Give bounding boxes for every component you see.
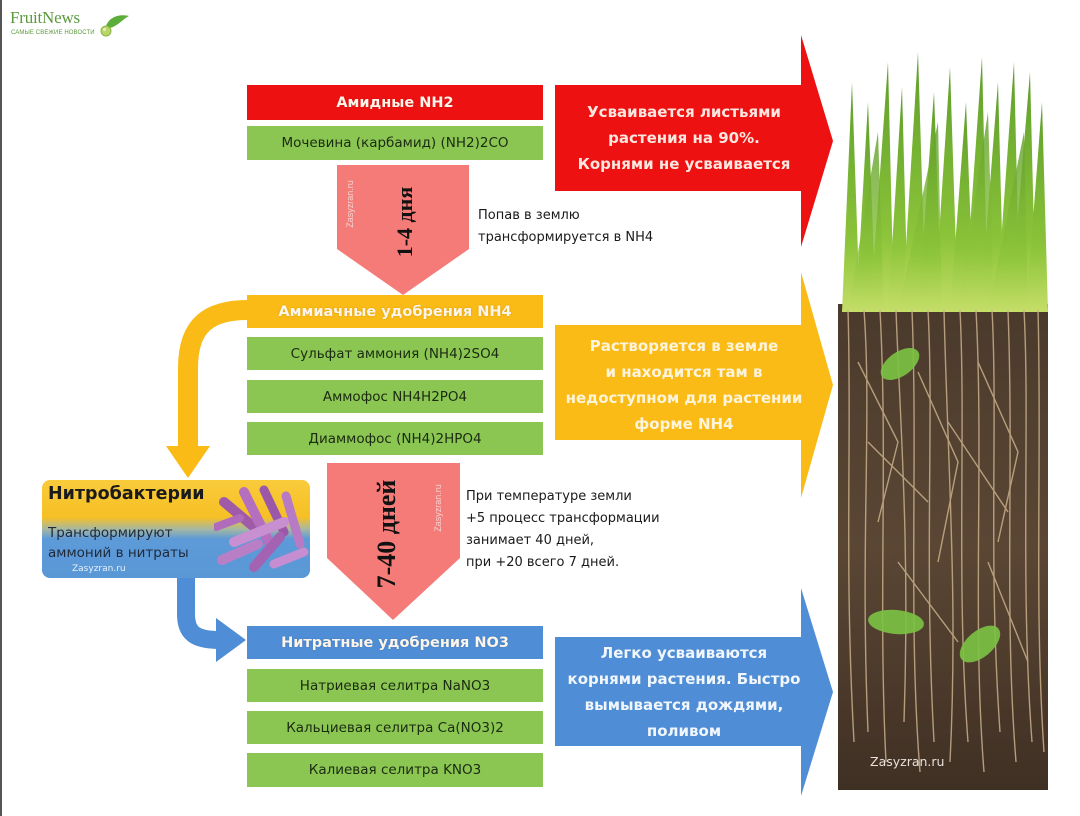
ammonium-header: Аммиачные удобрения NH4 (247, 295, 543, 328)
effect-line: корнями растения. Быстро (567, 670, 801, 688)
left-border (0, 0, 2, 816)
amide-effect-arrow: Усваивается листьями растения на 90%. Ко… (553, 35, 835, 247)
transition-arrow-1: Zasyzran.ru 1-4 дня (337, 165, 469, 295)
note-line: Попав в землю (478, 208, 580, 223)
photo-watermark: Zasyzran.ru (870, 754, 945, 769)
fertilizer-row: Натриевая селитра NaNO3 (247, 669, 543, 702)
effect-line: недоступном для растении (565, 389, 803, 407)
note-line: При температуре земли (466, 489, 632, 504)
fertilizer-row: Сульфат аммония (NH4)2SO4 (247, 337, 543, 370)
fruitnews-logo[interactable]: FruitNews САМЫЕ СВЕЖИЕ НОВОСТИ (10, 8, 130, 38)
watermark: Zasyzran.ru (345, 180, 355, 228)
note-line: трансформируется в NH4 (478, 230, 654, 245)
curved-arrow-icon (177, 578, 246, 662)
grass-soil-illustration (838, 42, 1048, 790)
effect-line: поливом (646, 722, 722, 740)
effect-line: вымывается дождями, (584, 696, 784, 714)
nitrobacteria-card: Нитробактерии Трансформируют аммоний в н… (42, 480, 310, 578)
watermark: Zasyzran.ru (433, 484, 443, 532)
note-line: при +20 всего 7 дней. (466, 555, 620, 570)
fertilizer-row: Калиевая селитра KNO3 (247, 753, 543, 787)
note-line: +5 процесс трансформации (466, 511, 660, 526)
transition-arrow-2: 7-40 дней Zasyzran.ru (327, 463, 460, 620)
effect-line: и находится там в (605, 363, 763, 381)
arrow-down-icon (337, 165, 469, 295)
nitrobacteria-text: Трансформируют аммоний в нитраты (48, 523, 189, 563)
transition-note: Попав в землю трансформируется в NH4 (478, 205, 653, 249)
fertilizer-row: Аммофос NH4H2PO4 (247, 380, 543, 413)
leaf-icon (100, 15, 129, 37)
arrow-right-icon (555, 588, 833, 796)
arrow-right-icon (555, 272, 833, 498)
bacteria-icon (214, 485, 309, 572)
arrow-down-icon (327, 463, 460, 620)
nitrate-effect-arrow: Легко усваиваются корнями растения. Быст… (553, 588, 835, 796)
effect-line: растения на 90%. (608, 129, 760, 147)
duration-label: 1-4 дня (392, 186, 417, 258)
arrow-right-icon (555, 35, 833, 247)
effect-line: Легко усваиваются (600, 644, 768, 662)
effect-line: Корнями не усваивается (577, 155, 791, 173)
watermark: Zasyzran.ru (72, 564, 126, 574)
text-line: аммоний в нитраты (48, 545, 189, 561)
logo-title: FruitNews (10, 8, 80, 27)
fertilizer-row: Мочевина (карбамид) (NH2)2CO (247, 126, 543, 160)
nitrobacteria-title: Нитробактерии (48, 484, 205, 504)
logo-subtitle: САМЫЕ СВЕЖИЕ НОВОСТИ (11, 30, 95, 36)
duration-label: 7-40 дней (372, 479, 401, 589)
text-line: Трансформируют (48, 525, 173, 541)
ammonium-effect-arrow: Растворяется в земле и находится там в н… (553, 272, 835, 498)
curved-arrow-icon (166, 300, 249, 478)
grass-roots-photo: Zasyzran.ru (838, 42, 1048, 790)
transition-note: При температуре земли +5 процесс трансфо… (466, 486, 660, 574)
fertilizer-row: Кальциевая селитра Ca(NO3)2 (247, 711, 543, 744)
nitrate-header: Нитратные удобрения NO3 (247, 626, 543, 659)
effect-line: Усваивается листьями (587, 103, 781, 121)
note-line: занимает 40 дней, (466, 533, 595, 548)
effect-line: форме NH4 (634, 415, 734, 433)
amide-header: Амидные NH2 (247, 85, 543, 120)
effect-line: Растворяется в земле (589, 337, 779, 355)
fertilizer-row: Диаммофос (NH4)2HPO4 (247, 422, 543, 455)
